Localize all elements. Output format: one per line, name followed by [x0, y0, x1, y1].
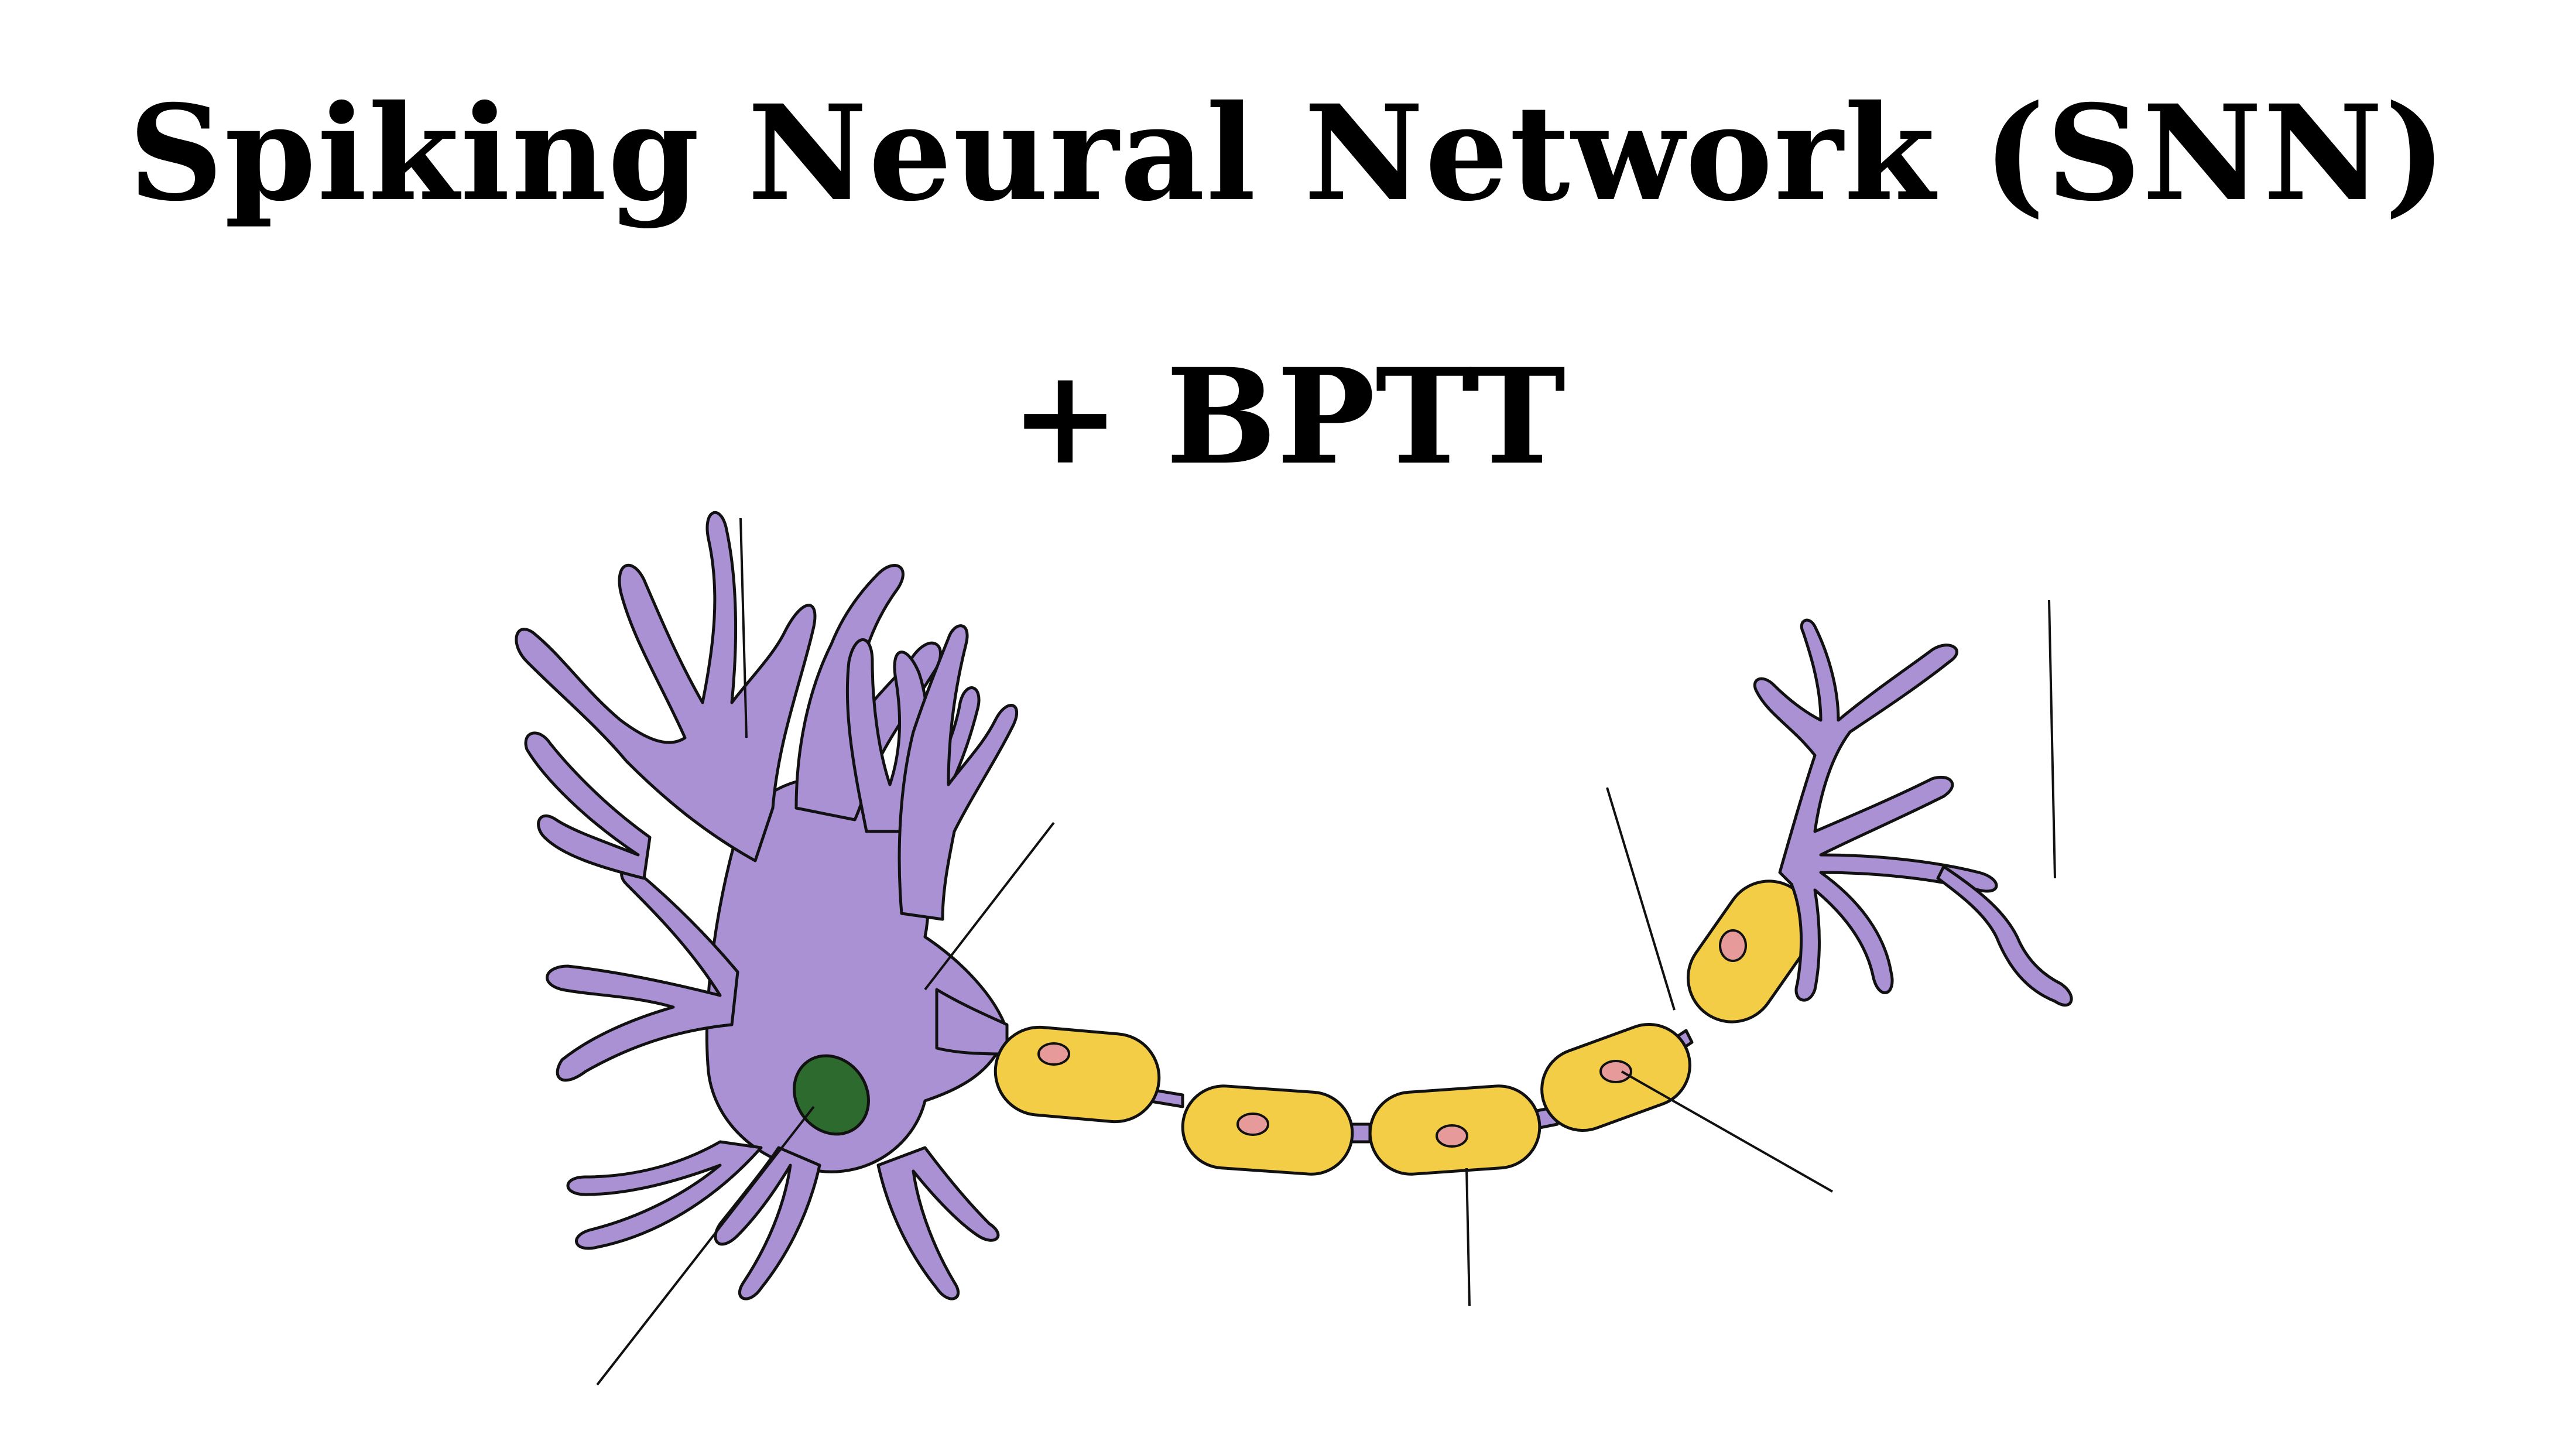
leader-lines	[596, 518, 2056, 1386]
axon-terminal	[1753, 618, 2073, 1007]
page-title: Spiking Neural Network (SNN)	[128, 76, 2448, 230]
schwann-nuclei	[1037, 929, 1747, 1148]
dendrite-lower-left	[566, 1140, 763, 1250]
dendrite-far-left	[524, 731, 652, 880]
nucleus	[793, 1054, 870, 1136]
dendrite-upper-left	[515, 511, 817, 862]
cell-body-dendrites	[515, 511, 1019, 1300]
dendrite-top-right	[898, 624, 1019, 921]
page-subtitle: + BPTT	[1010, 340, 1566, 494]
dendrite-lower-right	[876, 1146, 1000, 1300]
myelin-sheaths	[994, 879, 1815, 1176]
dendrite-lower	[714, 1146, 821, 1300]
